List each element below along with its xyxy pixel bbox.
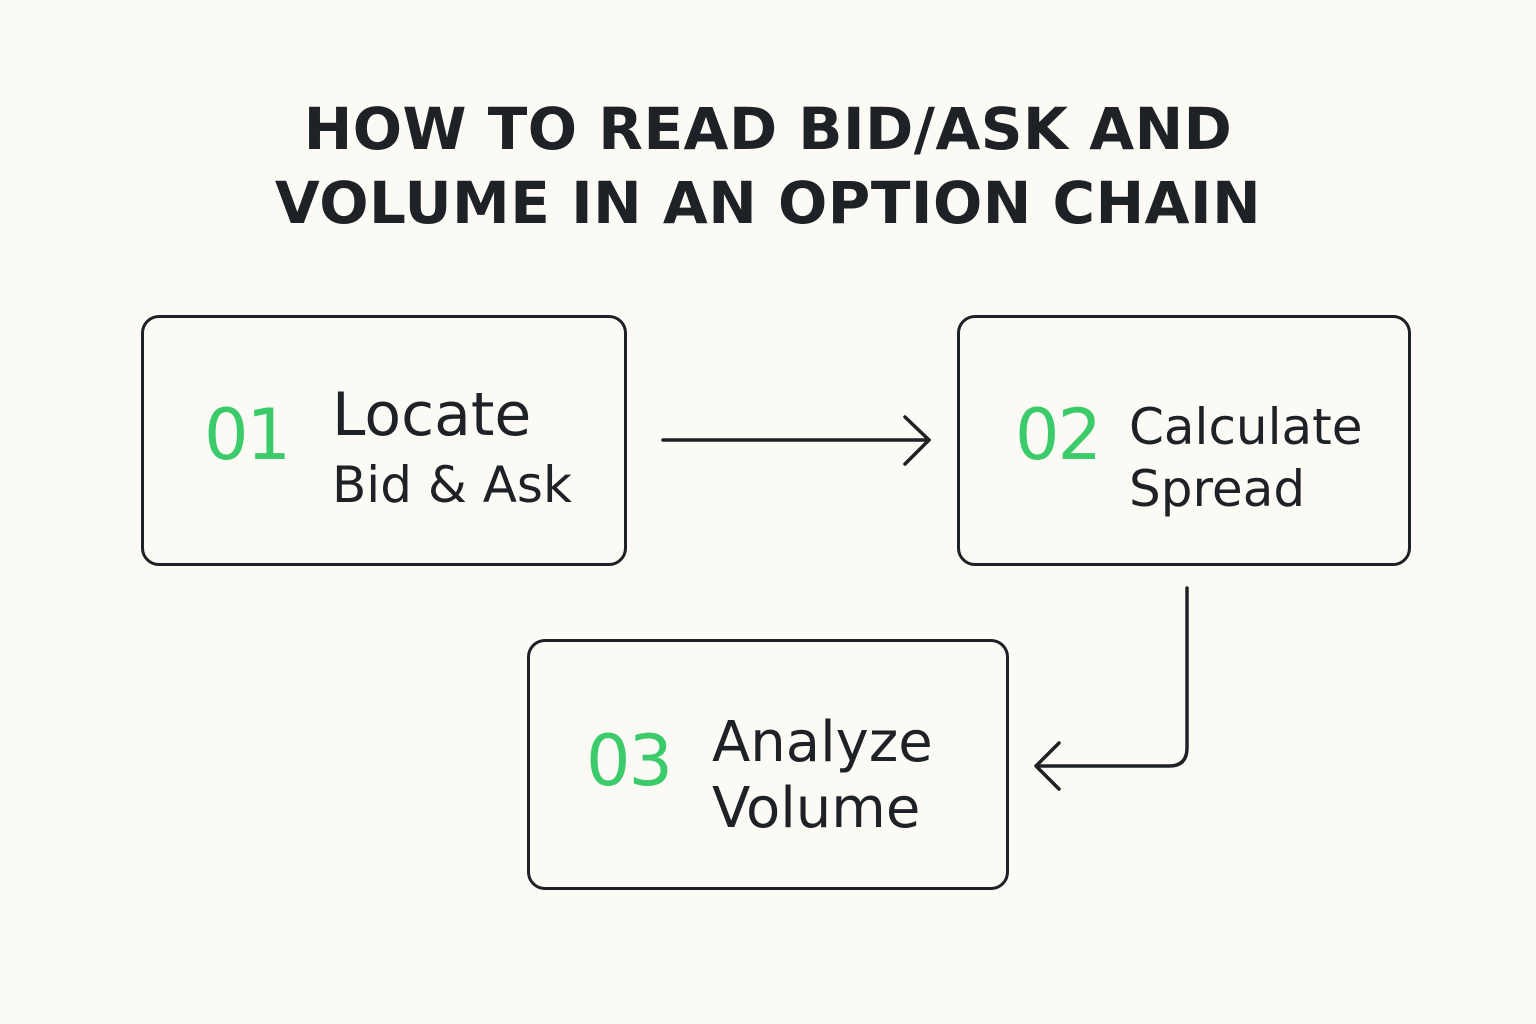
step-label-line-2: Bid & Ask — [332, 456, 572, 514]
step-box-calculate-spread: 02 Calculate Spread — [957, 315, 1411, 566]
step-number: 03 — [586, 720, 673, 802]
arrow-down-left-icon — [1034, 586, 1189, 791]
step-label-line-1: Locate — [332, 380, 532, 450]
step-label-line-2: Spread — [1129, 460, 1306, 518]
step-label-line-1: Analyze — [712, 710, 933, 775]
arrow-right-icon — [661, 415, 931, 466]
step-label-line-2: Volume — [712, 776, 921, 841]
step-label-line-1: Calculate — [1129, 398, 1363, 456]
step-label: Calculate Spread — [1129, 396, 1363, 520]
title-line-2: VOLUME IN AN OPTION CHAIN — [274, 169, 1262, 237]
step-box-analyze-volume: 03 Analyze Volume — [527, 639, 1009, 890]
step-label: Locate Bid & Ask — [332, 380, 572, 520]
step-box-locate-bid-ask: 01 Locate Bid & Ask — [141, 315, 627, 566]
step-number: 01 — [204, 394, 291, 476]
step-number: 02 — [1015, 394, 1102, 476]
step-label: Analyze Volume — [712, 710, 933, 842]
page-title: HOW TO READ BID/ASK AND VOLUME IN AN OPT… — [0, 92, 1536, 240]
title-line-1: HOW TO READ BID/ASK AND — [303, 95, 1233, 163]
